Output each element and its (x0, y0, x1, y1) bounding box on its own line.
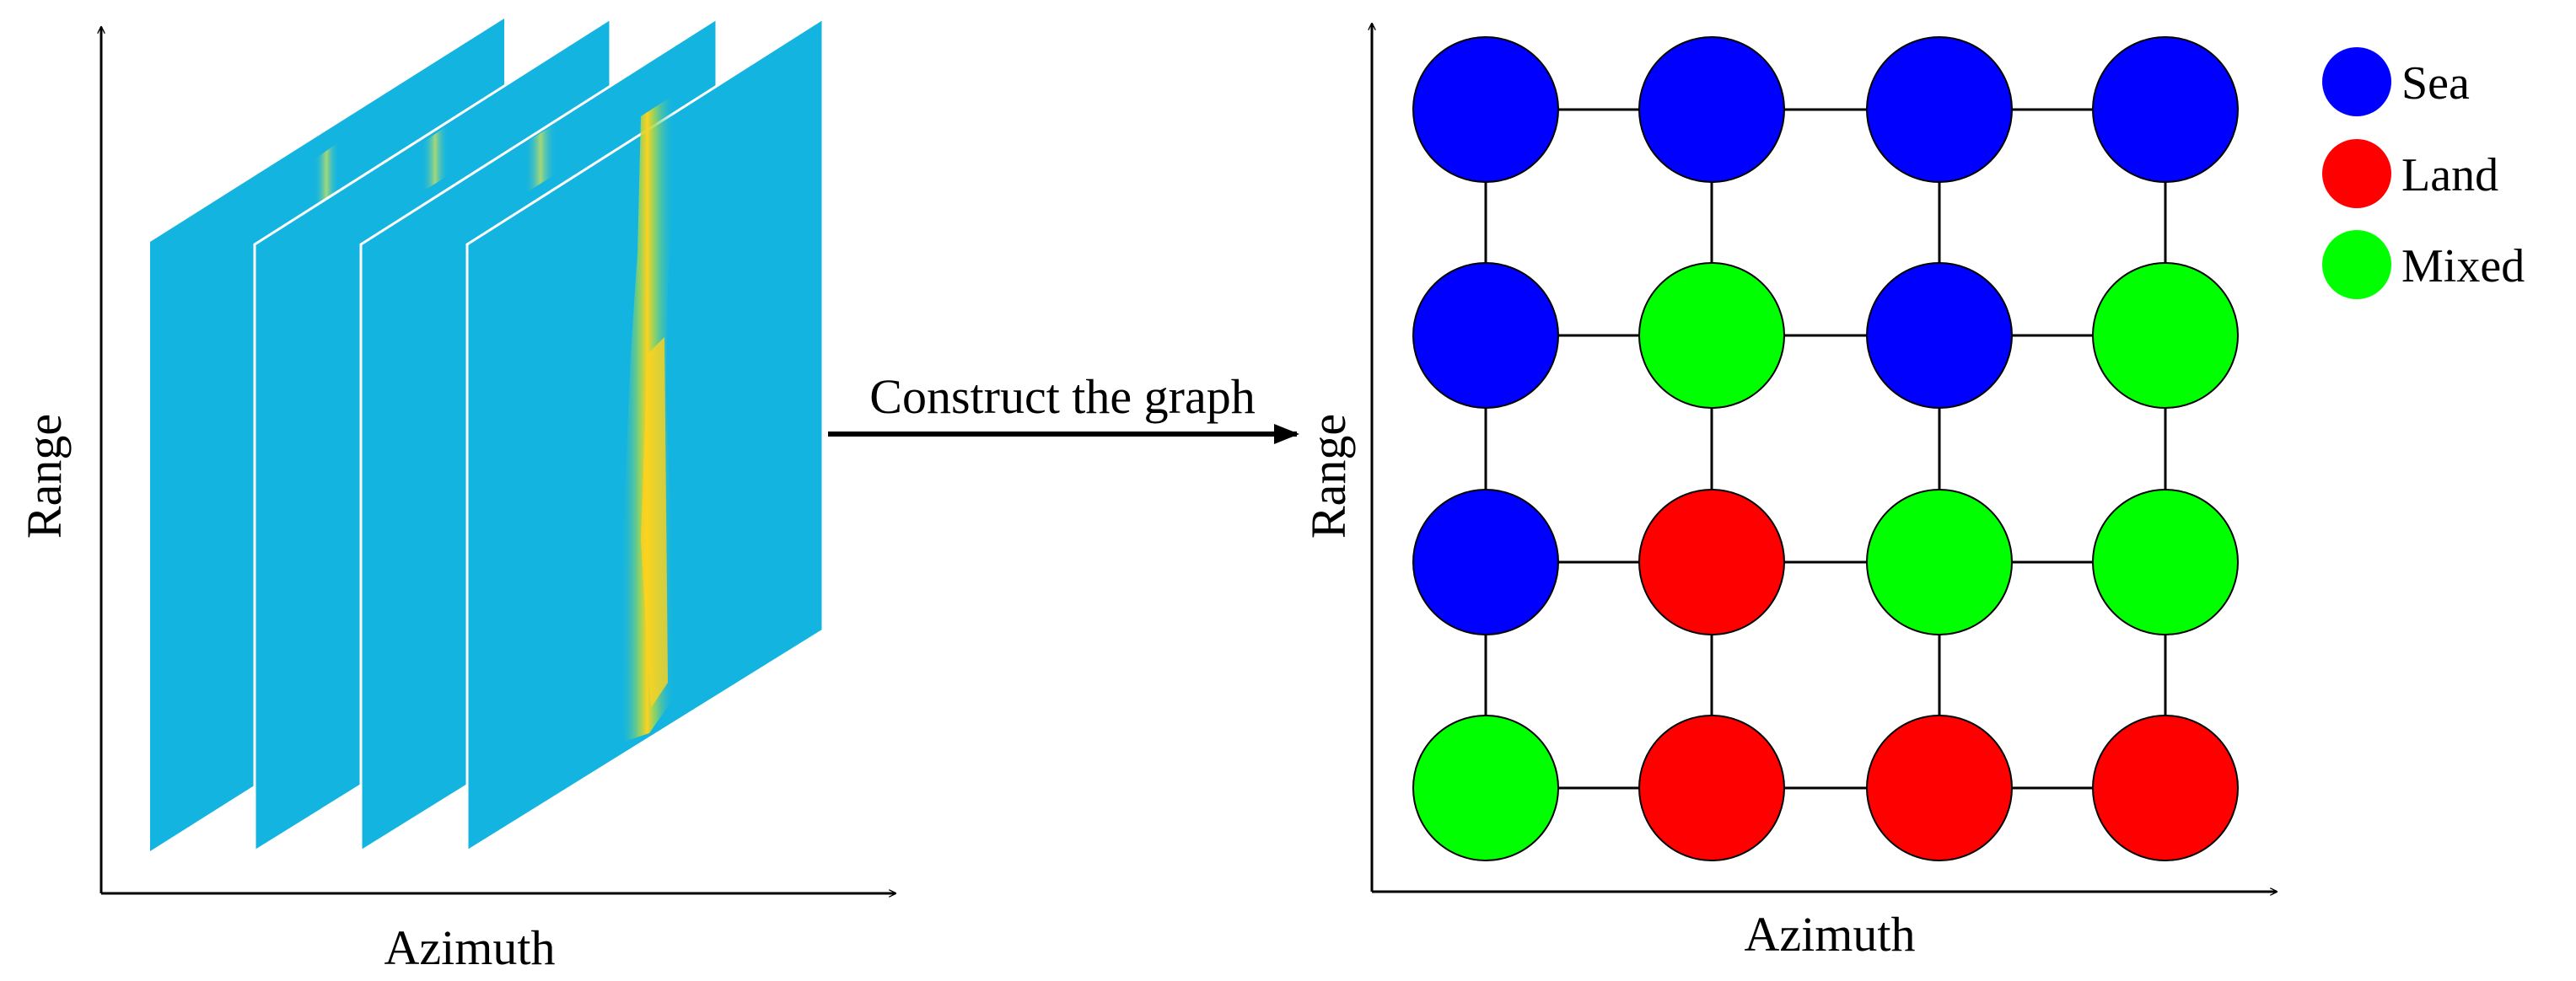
legend-label-sea: Sea (2401, 57, 2470, 110)
left-panel: Azimuth Range (17, 16, 895, 975)
legend-swatch-sea (2322, 47, 2391, 116)
sar-image-frame-4 (465, 16, 825, 854)
graph-nodes (1412, 36, 2239, 861)
construct-graph-transition: Construct the graph (828, 369, 1299, 444)
graph-node-sea (1412, 36, 1559, 183)
right-x-axis-label: Azimuth (1745, 907, 1916, 962)
graph-node-sea (1866, 262, 2013, 409)
graph-edges (1484, 108, 2167, 790)
legend-item-mixed: Mixed (2322, 230, 2525, 299)
graph-node-sea (1412, 489, 1559, 635)
graph-node-mixed (1638, 262, 1785, 409)
graph-node-land (2092, 715, 2239, 861)
graph-node-land (1638, 489, 1785, 635)
left-y-axis-label: Range (17, 414, 72, 539)
graph-node-land (1866, 715, 2013, 861)
legend-swatch-land (2322, 139, 2391, 208)
graph-node-mixed (2092, 262, 2239, 409)
sar-image-stack (150, 16, 825, 854)
right-y-axis-label: Range (1301, 414, 1356, 539)
construct-graph-label: Construct the graph (869, 369, 1255, 424)
graph-node-sea (1412, 262, 1559, 409)
legend-item-sea: Sea (2322, 47, 2470, 116)
legend-label-land: Land (2401, 149, 2498, 201)
legend-swatch-mixed (2322, 230, 2391, 299)
graph-node-sea (1866, 36, 2013, 183)
graph-node-mixed (1866, 489, 2013, 635)
legend-item-land: Land (2322, 139, 2498, 208)
right-panel: Azimuth Range (1301, 24, 2277, 962)
graph-node-land (1638, 715, 1785, 861)
graph-node-mixed (1412, 715, 1559, 861)
left-x-axis-label: Azimuth (385, 920, 556, 975)
graph-node-sea (1638, 36, 1785, 183)
graph-node-mixed (2092, 489, 2239, 635)
graph-node-sea (2092, 36, 2239, 183)
legend-label-mixed: Mixed (2401, 240, 2525, 292)
